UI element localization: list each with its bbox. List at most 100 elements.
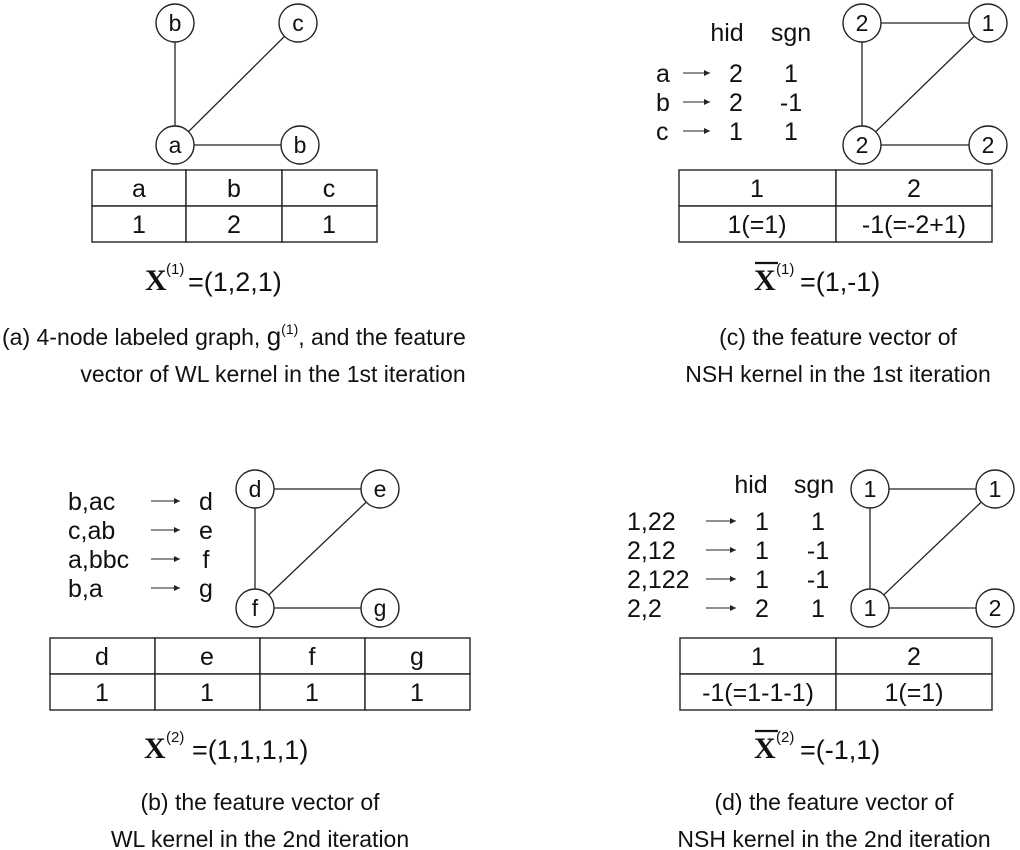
table-value-cell: 1 xyxy=(200,679,214,707)
mapping-to: e xyxy=(199,517,213,545)
mapping-hid: 2 xyxy=(729,89,743,117)
graph-node xyxy=(278,3,318,43)
vector-superscript: (2) xyxy=(776,729,794,746)
graph-node xyxy=(155,125,195,165)
graph-node xyxy=(850,469,890,509)
table-header-cell: b xyxy=(227,175,241,203)
table-header-cell: 2 xyxy=(907,643,921,671)
mapping-sgn: -1 xyxy=(780,89,802,117)
mapping-from: 2,12 xyxy=(627,537,676,565)
arrow-icon xyxy=(730,547,736,553)
mapping-from: a,bbc xyxy=(68,546,129,574)
node-label: 2 xyxy=(856,10,869,36)
table-value-cell: 1(=1) xyxy=(884,679,943,707)
table-d: 1 2 -1(=1-1-1) 1(=1) xyxy=(679,637,993,711)
arrow-icon xyxy=(730,576,736,582)
caption-line-1: (d) the feature vector of xyxy=(714,789,954,815)
graph-node xyxy=(360,469,400,509)
mapping-hid: 2 xyxy=(755,595,769,623)
table-value-cell: 1 xyxy=(305,679,319,707)
mapping-from: c xyxy=(656,118,669,146)
caption-a: (a) 4-node labeled graph, g(1), and the … xyxy=(2,321,466,387)
table-value-cell: 1 xyxy=(322,211,336,239)
graph-node xyxy=(968,3,1008,43)
table-value-cell: 1 xyxy=(95,679,109,707)
mapping-sgn: 1 xyxy=(784,60,798,88)
edge-a-c xyxy=(174,22,299,146)
node-label: b xyxy=(294,132,307,158)
caption-d: (d) the feature vector of NSH kernel in … xyxy=(677,789,990,850)
arrow-icon xyxy=(730,518,736,524)
mapping-c: a 2 1 b 2 -1 c 1 1 xyxy=(656,60,802,146)
vector-a: X (1) =(1,2,1) xyxy=(145,261,282,297)
table-header-cell: f xyxy=(309,643,316,671)
graph-d: 1 1 1 2 xyxy=(850,469,1015,628)
mapping-hid: 1 xyxy=(755,566,769,594)
mapping-sgn: 1 xyxy=(811,508,825,536)
arrow-icon xyxy=(174,527,180,533)
table-header-cell: c xyxy=(323,175,336,203)
node-label: 2 xyxy=(989,595,1002,621)
node-label: 1 xyxy=(864,476,877,502)
node-label: c xyxy=(292,10,304,36)
arrow-icon xyxy=(704,99,710,105)
mapping-from: b,ac xyxy=(68,488,115,516)
table-cell xyxy=(259,673,366,711)
node-label: b xyxy=(169,10,182,36)
column-hid: hid xyxy=(710,19,743,47)
caption-c: (c) the feature vector of NSH kernel in … xyxy=(685,324,991,387)
caption-line-2: NSH kernel in the 2nd iteration xyxy=(677,826,990,850)
mapping-sgn: 1 xyxy=(784,118,798,146)
node-label: g xyxy=(374,595,387,621)
arrow-icon xyxy=(174,498,180,504)
graph-edge xyxy=(861,22,989,146)
graph-node xyxy=(968,125,1008,165)
mapping-d: 1,22 1 1 2,12 1 -1 2,122 1 -1 2,2 2 1 xyxy=(627,508,829,623)
table-b: d e f g 1 1 1 1 xyxy=(49,637,471,711)
caption-line-1: (c) the feature vector of xyxy=(719,324,957,350)
arrow-icon xyxy=(704,128,710,134)
node-label: 1 xyxy=(989,476,1002,502)
vector-superscript: (2) xyxy=(166,729,184,746)
table-value-cell: 2 xyxy=(227,211,241,239)
mapping-from: b xyxy=(656,89,670,117)
mapping-sgn: -1 xyxy=(807,566,829,594)
graph-node xyxy=(975,588,1015,628)
table-header-cell: d xyxy=(95,643,109,671)
vector-superscript: (1) xyxy=(166,261,184,278)
caption-line-1: (a) 4-node labeled graph, g(1), and the … xyxy=(2,321,466,351)
vector-b: X (2) =(1,1,1,1) xyxy=(144,729,308,765)
mapping-b: b,ac d c,ab e a,bbc f b,a g xyxy=(68,488,213,603)
table-cell xyxy=(49,637,156,675)
graph-node xyxy=(842,3,882,43)
vector-c: X (1) =(1,-1) xyxy=(754,261,880,297)
table-header-cell: g xyxy=(410,643,424,671)
mapping-from: 2,122 xyxy=(627,566,690,594)
node-label: 2 xyxy=(982,132,995,158)
node-label: d xyxy=(249,476,262,502)
table-header-cell: a xyxy=(132,175,146,203)
vector-superscript: (1) xyxy=(776,261,794,278)
graph-c: 2 1 2 2 xyxy=(842,3,1008,165)
table-cell xyxy=(364,673,471,711)
graph-node xyxy=(842,125,882,165)
column-hid: hid xyxy=(734,471,767,499)
mapping-to: d xyxy=(199,488,213,516)
table-c: 1 2 1(=1) -1(=-2+1) xyxy=(678,169,993,243)
vector-value: =(1,1,1,1) xyxy=(192,735,308,765)
arrow-icon xyxy=(730,605,736,611)
table-value-cell: -1(=1-1-1) xyxy=(702,679,814,707)
table-cell xyxy=(154,673,261,711)
column-sgn: sgn xyxy=(771,19,811,47)
vector-value: =(1,-1) xyxy=(800,267,880,297)
table-cell xyxy=(678,169,837,207)
node-label: a xyxy=(169,132,182,158)
table-value-cell: 1 xyxy=(132,211,146,239)
table-cell xyxy=(835,169,993,207)
mapping-hid: 1 xyxy=(729,118,743,146)
arrow-icon xyxy=(704,70,710,76)
graph-node xyxy=(975,469,1015,509)
table-header-cell: 2 xyxy=(907,175,921,203)
vector-value: =(-1,1) xyxy=(800,735,880,765)
